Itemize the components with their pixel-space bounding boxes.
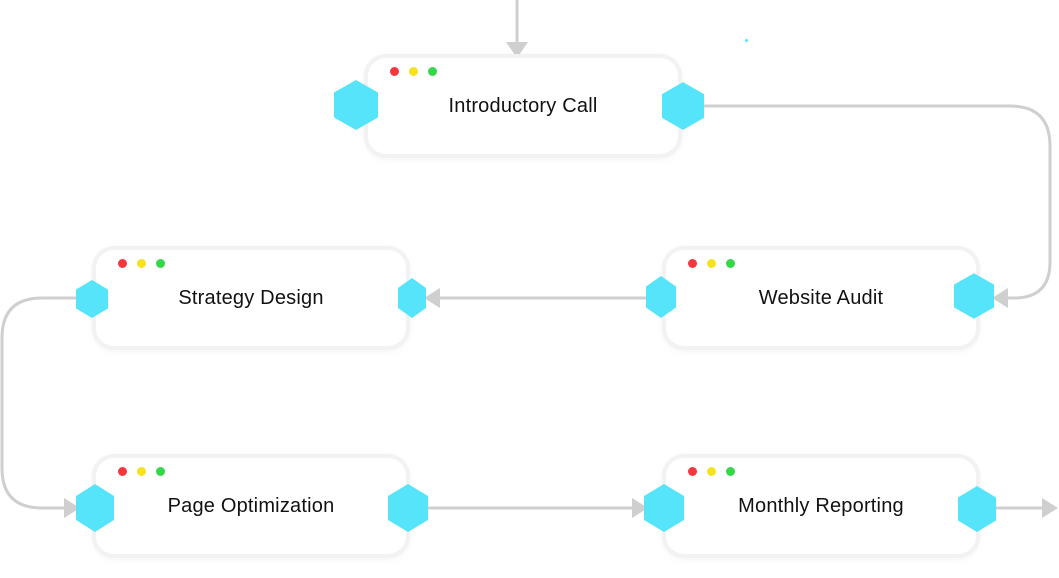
red-dot-icon	[688, 259, 697, 268]
step-title: Introductory Call	[448, 95, 598, 117]
arrowhead-reporting	[632, 498, 648, 518]
connector-strategy-to-optimization	[0, 296, 78, 510]
hexagon-node-icon[interactable]	[644, 484, 684, 532]
step-title: Website Audit	[758, 287, 884, 309]
arrowhead-audit	[992, 288, 1008, 308]
yellow-dot-icon	[137, 259, 146, 268]
step-card-strategy-design[interactable]: Strategy Design	[96, 250, 406, 346]
arrowhead-optimization	[64, 498, 80, 518]
green-dot-icon	[726, 259, 735, 268]
green-dot-icon	[156, 467, 165, 476]
window-dots	[118, 467, 165, 476]
window-dots	[390, 67, 437, 76]
hexagon-node-icon[interactable]	[334, 80, 378, 130]
hexagon-node-icon[interactable]	[646, 276, 676, 318]
hexagon-node-icon[interactable]	[388, 484, 428, 532]
yellow-dot-icon	[707, 467, 716, 476]
hexagon-node-icon[interactable]	[954, 273, 994, 319]
red-dot-icon	[390, 67, 399, 76]
entry-arrowhead	[506, 42, 528, 58]
step-card-introductory-call[interactable]: Introductory Call	[368, 58, 678, 154]
window-dots	[118, 259, 165, 268]
decorative-speck	[745, 39, 748, 42]
hexagon-node-icon[interactable]	[662, 82, 704, 130]
green-dot-icon	[726, 467, 735, 476]
step-card-website-audit[interactable]: Website Audit	[666, 250, 976, 346]
yellow-dot-icon	[409, 67, 418, 76]
yellow-dot-icon	[137, 467, 146, 476]
step-card-page-optimization[interactable]: Page Optimization	[96, 458, 406, 554]
red-dot-icon	[118, 467, 127, 476]
connector-call-to-audit	[702, 104, 1052, 300]
red-dot-icon	[118, 259, 127, 268]
hexagon-node-icon[interactable]	[76, 484, 114, 532]
green-dot-icon	[156, 259, 165, 268]
window-dots	[688, 467, 735, 476]
green-dot-icon	[428, 67, 437, 76]
arrowhead-strategy	[424, 288, 440, 308]
yellow-dot-icon	[707, 259, 716, 268]
step-title: Page Optimization	[167, 495, 335, 517]
hexagon-node-icon[interactable]	[958, 486, 996, 532]
hexagon-node-icon[interactable]	[398, 278, 426, 318]
step-title: Strategy Design	[178, 287, 324, 309]
window-dots	[688, 259, 735, 268]
exit-arrowhead	[1042, 498, 1058, 518]
step-card-monthly-reporting[interactable]: Monthly Reporting	[666, 458, 976, 554]
red-dot-icon	[688, 467, 697, 476]
step-title: Monthly Reporting	[738, 495, 904, 517]
hexagon-node-icon[interactable]	[76, 280, 108, 318]
